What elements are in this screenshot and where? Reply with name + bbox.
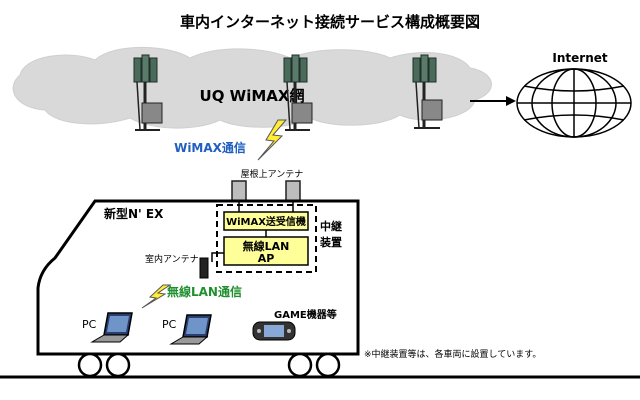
roof-antenna-icon xyxy=(231,180,247,202)
train-wheel xyxy=(105,352,131,378)
cloud-label: UQ WiMAX網 xyxy=(200,87,305,105)
wlan-lightning-icon xyxy=(141,284,172,309)
train-wheel xyxy=(77,352,103,378)
train-wheel xyxy=(315,352,341,378)
wimax-cloud xyxy=(12,46,492,129)
game-console-icon xyxy=(252,321,296,341)
wlan-ap-label-line2: AP xyxy=(258,252,275,265)
wimax-lightning-icon xyxy=(257,119,288,161)
indoor-antenna-icon xyxy=(199,257,209,279)
base-station-tower-icon xyxy=(133,54,163,131)
relay-label-line1: 中継 xyxy=(320,219,342,233)
game-label: GAME機器等 xyxy=(274,308,337,321)
relay-label-line2: 装置 xyxy=(319,235,342,249)
wlan-link-label: 無線LAN通信 xyxy=(167,284,242,299)
wimax-transceiver-label: WiMAX送受信機 xyxy=(226,215,306,228)
train-name: 新型N' EX xyxy=(104,206,164,221)
indoor-antenna-label: 室内アンテナ xyxy=(145,253,199,265)
internet-globe-icon xyxy=(516,68,632,138)
footnote: ※中継装置等は、各車両に設置しています。 xyxy=(364,348,541,360)
arrow-to-internet xyxy=(470,96,516,106)
roof-antenna-label: 屋根上アンテナ xyxy=(241,168,304,180)
wimax-link-label: WiMAX通信 xyxy=(174,140,246,155)
base-station-tower-icon xyxy=(412,54,443,129)
train-wheel xyxy=(287,352,313,378)
base-station-tower-icon xyxy=(283,54,313,131)
wlan-ap-label-line1: 無線LAN xyxy=(243,239,290,253)
wlan-access-point xyxy=(223,236,309,266)
relay-device-box xyxy=(216,204,317,273)
laptop-icon xyxy=(169,314,212,345)
diagram-title: 車内インターネット接続サービス構成概要図 xyxy=(180,13,480,31)
pc2-label: PC xyxy=(162,318,177,331)
internet-label: Internet xyxy=(552,51,607,65)
roof-antenna-icon xyxy=(285,180,301,202)
pc1-label: PC xyxy=(82,318,97,331)
laptop-icon xyxy=(90,312,133,343)
